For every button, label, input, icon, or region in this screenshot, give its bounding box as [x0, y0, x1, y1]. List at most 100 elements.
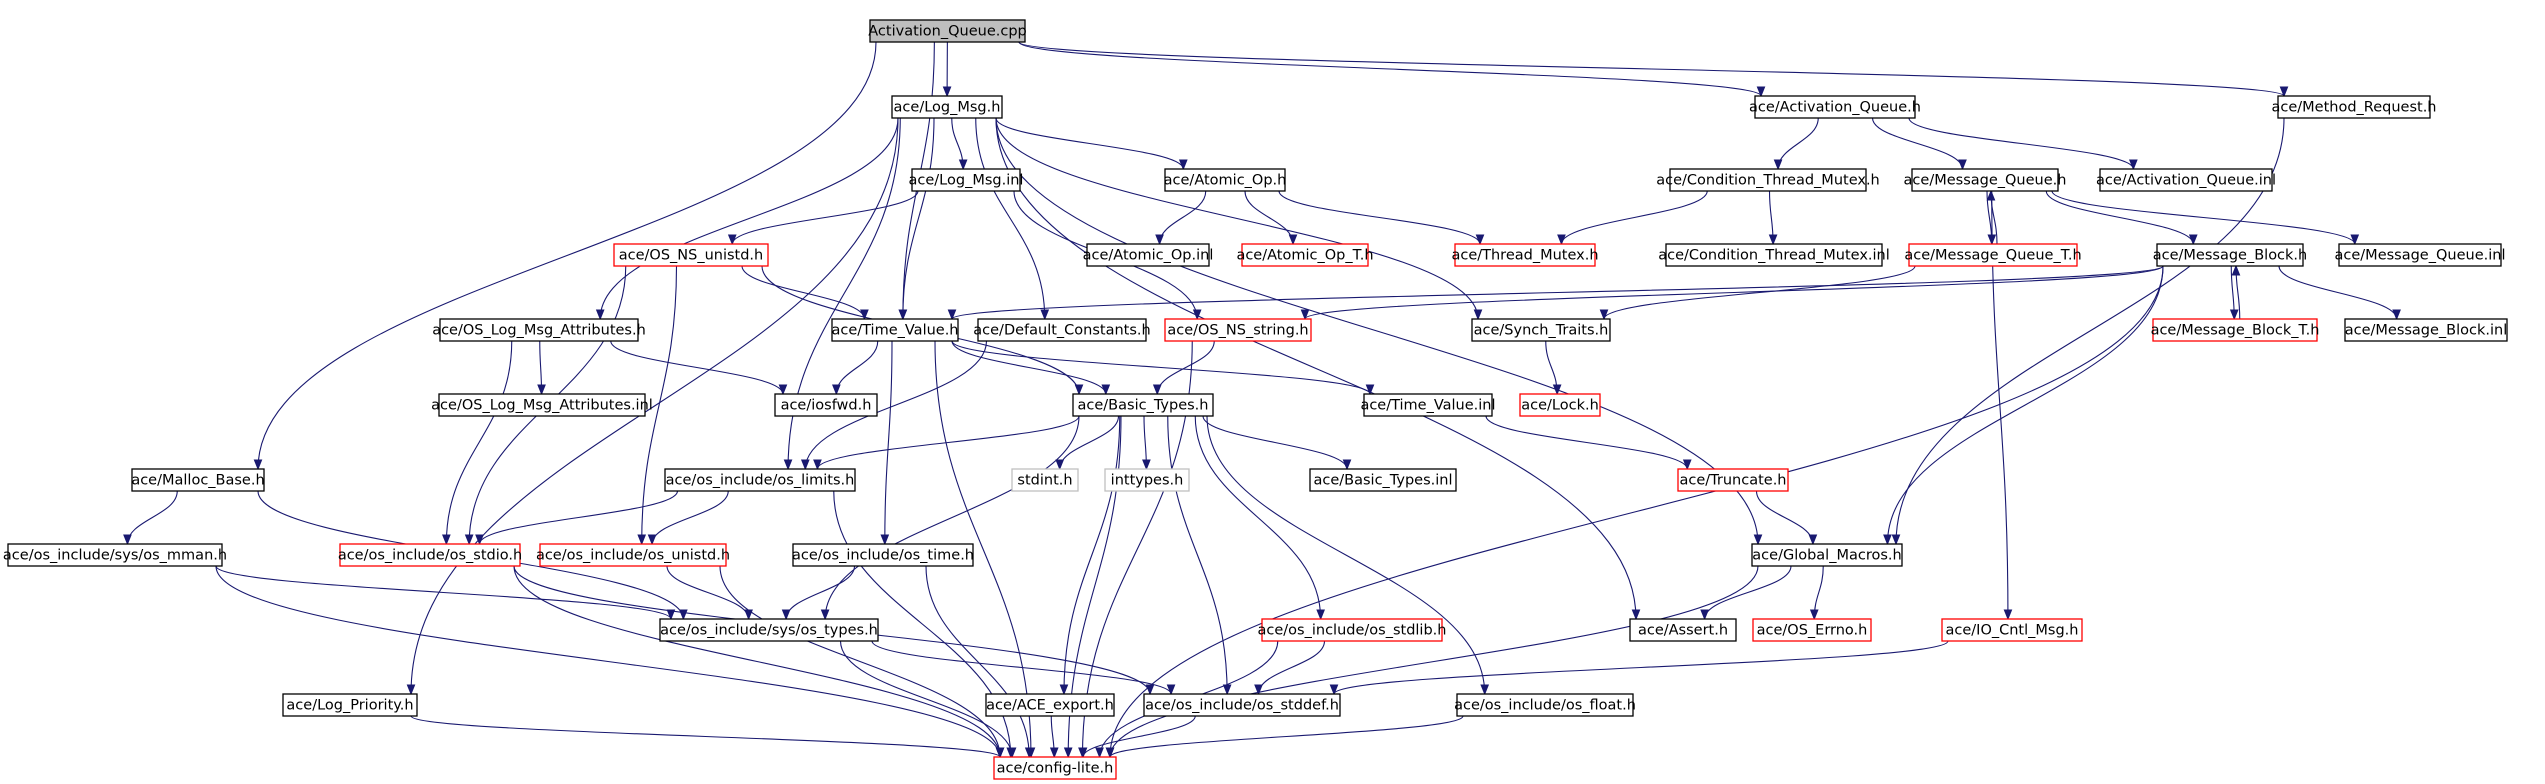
node-label: inttypes.h — [1111, 473, 1184, 489]
node-inttypes-h[interactable]: inttypes.h — [1104, 468, 1190, 492]
edge-io-cntl-msg-h-to-os-stddef-h — [1333, 640, 1949, 695]
node-condition-thread-mutex-h[interactable]: ace/Condition_Thread_Mutex.h — [1656, 168, 1880, 192]
node-label: ace/os_include/os_float.h — [1454, 698, 1636, 714]
node-os-mman-h[interactable]: ace/os_include/sys/os_mman.h — [3, 543, 227, 567]
edge-os-time-h-to-os-types-h — [785, 565, 856, 620]
node-activation-queue-inl[interactable]: ace/Activation_Queue.inl — [2096, 168, 2276, 192]
arrowhead — [637, 534, 647, 546]
node-label: ace/Synch_Traits.h — [1474, 323, 1609, 339]
node-atomic-op-h[interactable]: ace/Atomic_Op.h — [1164, 168, 1287, 192]
node-ace-export-h[interactable]: ace/ACE_export.h — [985, 693, 1115, 717]
arrowhead — [1142, 459, 1151, 471]
edge-activation-queue-h-to-condition-thread-mutex-h — [1777, 117, 1819, 170]
edge-message-queue-h-to-message-block-h — [2045, 190, 2194, 245]
node-message-queue-inl[interactable]: ace/Message_Queue.inl — [2335, 243, 2506, 267]
arrowhead — [1300, 309, 1310, 321]
edge-log-msg-h-to-global-macros-h — [995, 117, 1759, 545]
edge-log-msg-h-to-time-value-h — [902, 117, 935, 320]
node-time-value-h[interactable]: ace/Time_Value.h — [831, 318, 959, 342]
node-thread-mutex-h[interactable]: ace/Thread_Mutex.h — [1451, 243, 1599, 267]
node-box — [1261, 618, 1443, 642]
edge-truncate-h-to-global-macros-h — [1755, 490, 1814, 545]
node-iosfwd-h[interactable]: ace/iosfwd.h — [774, 393, 878, 417]
node-os-ns-string-h[interactable]: ace/OS_NS_string.h — [1164, 318, 1312, 342]
arrowhead — [1049, 747, 1059, 759]
node-assert-h[interactable]: ace/Assert.h — [1629, 618, 1737, 642]
arrowhead — [2229, 309, 2239, 321]
node-label: ace/Lock.h — [1521, 398, 1599, 414]
node-os-stdio-h[interactable]: ace/os_include/os_stdio.h — [338, 543, 522, 567]
edge-global-macros-h-to-config-lite-h — [1109, 565, 1759, 758]
node-message-block-inl[interactable]: ace/Message_Block.inl — [2344, 318, 2508, 342]
node-box — [659, 618, 879, 642]
arrowhead — [958, 159, 968, 171]
node-label: ace/Activation_Queue.inl — [2096, 173, 2276, 189]
arrowhead — [253, 459, 263, 471]
node-message-block-h[interactable]: ace/Message_Block.h — [2153, 243, 2307, 267]
node-message-queue-t-h[interactable]: ace/Message_Queue_T.h — [1904, 243, 2082, 267]
node-label: ace/Global_Macros.h — [1752, 548, 1901, 564]
node-os-unistd-h[interactable]: ace/os_include/os_unistd.h — [536, 543, 730, 567]
node-box — [1519, 393, 1601, 417]
node-log-msg-inl[interactable]: ace/Log_Msg.inl — [909, 168, 1024, 192]
arrowhead — [898, 309, 908, 321]
edge-activation-queue-cpp-to-activation-queue-h — [1018, 41, 1762, 97]
edge-basic-types-h-to-os-stdlib-h — [1194, 415, 1322, 620]
node-box — [1665, 243, 1883, 267]
node-io-cntl-msg-h[interactable]: ace/IO_Cntl_Msg.h — [1941, 618, 2083, 642]
node-basic-types-h[interactable]: ace/Basic_Types.h — [1072, 393, 1214, 417]
node-atomic-op-t-h[interactable]: ace/Atomic_Op_T.h — [1236, 243, 1374, 267]
node-box — [977, 318, 1147, 342]
node-os-ns-unistd-h[interactable]: ace/OS_NS_unistd.h — [613, 243, 769, 267]
node-os-stdlib-h[interactable]: ace/os_include/os_stdlib.h — [1258, 618, 1447, 642]
node-condition-thread-mutex-inl[interactable]: ace/Condition_Thread_Mutex.inl — [1658, 243, 1890, 267]
node-box — [2338, 243, 2502, 267]
node-os-log-msg-attributes-inl[interactable]: ace/OS_Log_Msg_Attributes.inl — [431, 393, 653, 417]
arrowhead — [1768, 234, 1778, 246]
arrowhead — [783, 459, 793, 471]
node-stdint-h[interactable]: stdint.h — [1011, 468, 1079, 492]
node-box — [1309, 468, 1457, 492]
arrowhead — [778, 384, 788, 396]
edge-default-constants-h-to-os-limits-h — [804, 340, 988, 470]
node-default-constants-h[interactable]: ace/Default_Constants.h — [973, 318, 1151, 342]
node-os-float-h[interactable]: ace/os_include/os_float.h — [1454, 693, 1636, 717]
node-os-types-h[interactable]: ace/os_include/sys/os_types.h — [659, 618, 879, 642]
node-atomic-op-inl[interactable]: ace/Atomic_Op.inl — [1083, 243, 1214, 267]
node-truncate-h[interactable]: ace/Truncate.h — [1677, 468, 1789, 492]
edge-message-block-h-to-os-ns-string-h — [1304, 265, 2164, 320]
node-lock-h[interactable]: ace/Lock.h — [1519, 393, 1601, 417]
arrowhead — [1682, 459, 1692, 471]
node-message-block-t-h[interactable]: ace/Message_Block_T.h — [2151, 318, 2320, 342]
arrowhead — [1222, 684, 1232, 696]
edge-os-mman-h-to-os-types-h — [215, 565, 672, 620]
dependency-nodes: Activation_Queue.cpp ace/Log_Msg.h ace/Act… — [3, 19, 2508, 780]
node-method-request-h[interactable]: ace/Method_Request.h — [2272, 95, 2437, 119]
node-box — [869, 19, 1026, 43]
node-label: ace/Condition_Thread_Mutex.h — [1656, 173, 1880, 189]
node-global-macros-h[interactable]: ace/Global_Macros.h — [1751, 543, 1903, 567]
node-activation-queue-cpp[interactable]: Activation_Queue.cpp — [868, 19, 1027, 43]
node-log-msg-h[interactable]: ace/Log_Msg.h — [891, 95, 1003, 119]
node-box — [1471, 318, 1611, 342]
node-box — [1908, 243, 2078, 267]
node-config-lite-h[interactable]: ace/config-lite.h — [993, 756, 1117, 780]
node-label: Activation_Queue.cpp — [868, 24, 1026, 40]
node-label: ace/Message_Block.h — [2153, 248, 2307, 264]
node-log-priority-h[interactable]: ace/Log_Priority.h — [282, 693, 418, 717]
arrowhead — [1773, 159, 1783, 171]
node-os-log-msg-attributes-h[interactable]: ace/OS_Log_Msg_Attributes.h — [432, 318, 646, 342]
node-activation-queue-h[interactable]: ace/Activation_Queue.h — [1749, 95, 1921, 119]
node-os-stddef-h[interactable]: ace/os_include/os_stddef.h — [1143, 693, 1341, 717]
node-os-time-h[interactable]: ace/os_include/os_time.h — [792, 543, 974, 567]
edge-time-value-inl-to-truncate-h — [1485, 415, 1688, 470]
edge-os-unistd-h-to-os-types-h — [666, 565, 750, 620]
node-os-errno-h[interactable]: ace/OS_Errno.h — [1752, 618, 1872, 642]
node-basic-types-inl[interactable]: ace/Basic_Types.inl — [1309, 468, 1457, 492]
node-os-limits-h[interactable]: ace/os_include/os_limits.h — [664, 468, 856, 492]
node-synch-traits-h[interactable]: ace/Synch_Traits.h — [1471, 318, 1611, 342]
node-message-queue-h[interactable]: ace/Message_Queue.h — [1904, 168, 2067, 192]
node-malloc-base-h[interactable]: ace/Malloc_Base.h — [131, 468, 265, 492]
node-box — [2152, 318, 2318, 342]
node-time-value-inl[interactable]: ace/Time_Value.inl — [1360, 393, 1496, 417]
